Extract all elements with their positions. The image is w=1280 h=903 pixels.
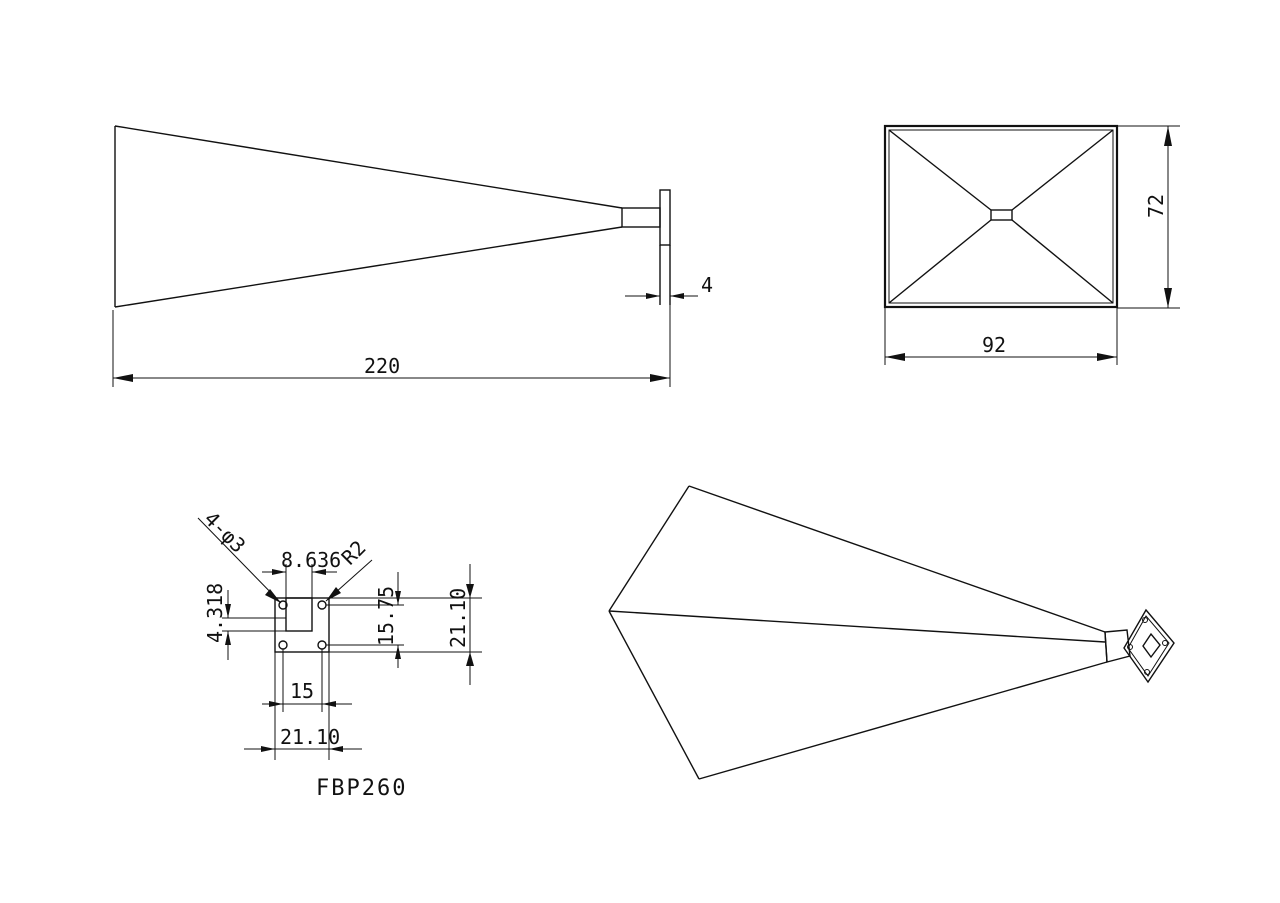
model-label: FBP260 xyxy=(316,776,407,801)
height-dim: 72 xyxy=(1144,194,1168,218)
flange-thickness-dim: 4 xyxy=(701,273,713,297)
flange-width-dim: 21.10 xyxy=(280,725,340,749)
side-view: 4 220 xyxy=(112,125,713,387)
waveguide-width-dim: 8.636 xyxy=(281,548,341,572)
flange-height-dim: 21.10 xyxy=(446,588,470,648)
front-view: 72 92 xyxy=(883,124,1180,365)
isometric-view xyxy=(608,485,1175,780)
radius-dim: R2 xyxy=(337,536,371,570)
waveguide-height-dim: 4.318 xyxy=(203,583,227,643)
length-dim: 220 xyxy=(364,354,400,378)
flange-view: 4-φ3 R2 8.636 4.318 15.75 21.10 xyxy=(197,507,482,801)
hole-spacing-h-dim: 15 xyxy=(290,679,314,703)
width-dim: 92 xyxy=(982,333,1006,357)
holes-dim: 4-φ3 xyxy=(199,507,250,558)
hole-spacing-v-dim: 15.75 xyxy=(374,586,398,646)
